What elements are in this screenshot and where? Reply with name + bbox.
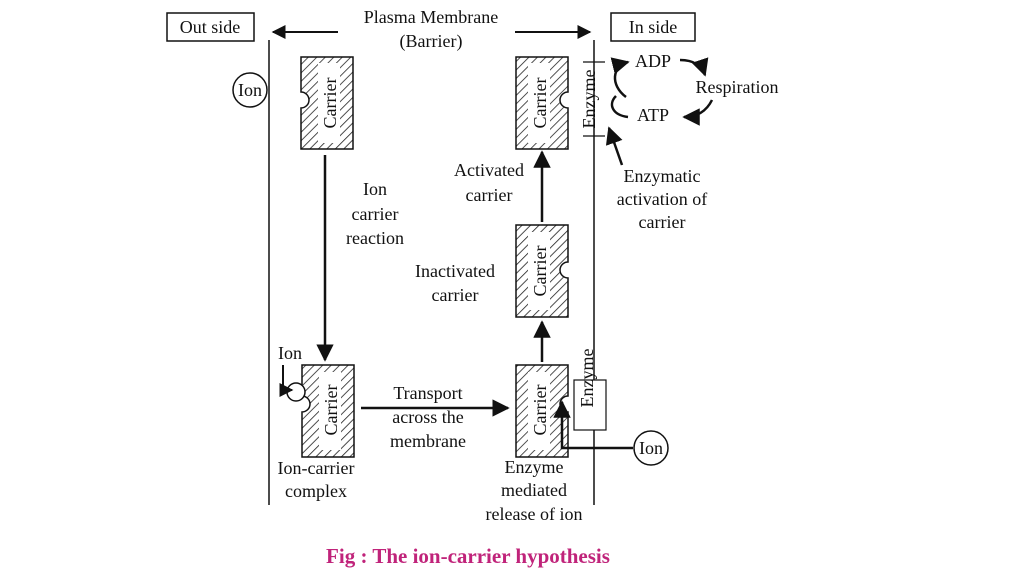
enzyme-label-top: Enzyme bbox=[579, 70, 599, 129]
carrier-free: Carrier bbox=[300, 56, 354, 150]
activated-l2: carrier bbox=[466, 185, 513, 205]
adp-label: ADP bbox=[635, 51, 671, 71]
respiration-label: Respiration bbox=[696, 77, 779, 97]
activated-l1: Activated bbox=[454, 160, 524, 180]
outside-ion-circle bbox=[232, 72, 268, 108]
carrier-complex-label: Carrier bbox=[321, 385, 341, 436]
ion-release-path bbox=[553, 400, 633, 450]
outside-label: Out side bbox=[180, 17, 241, 37]
complex-ion-arrow bbox=[279, 365, 294, 397]
inside-label: In side bbox=[629, 17, 678, 37]
inactivated-l1: Inactivated bbox=[415, 261, 495, 281]
released-ion-label: Ion bbox=[639, 438, 663, 458]
transport-l1: Transport bbox=[393, 383, 462, 403]
enzyme-release-l3: release of ion bbox=[486, 504, 583, 524]
enzyme-box-bottom bbox=[573, 379, 607, 431]
inactivated-l2: carrier bbox=[432, 285, 479, 305]
carrier-inactivated: Carrier bbox=[515, 224, 569, 318]
ion-carrier-complex-l2: complex bbox=[285, 481, 347, 501]
carrier-activated: Carrier bbox=[515, 56, 569, 150]
bound-ion-circle bbox=[286, 382, 306, 402]
ion-carrier-reaction-l1: Ion bbox=[363, 179, 387, 199]
arrow-enzymatic-activation bbox=[605, 126, 624, 166]
ion-carrier-reaction-l3: reaction bbox=[346, 228, 404, 248]
membrane-label: Plasma Membrane bbox=[364, 7, 498, 27]
enzyme-label-bottom: Enzyme bbox=[577, 349, 597, 408]
enzyme-release-l2: mediated bbox=[501, 480, 567, 500]
inside-box bbox=[610, 12, 696, 42]
enzymatic-activation-l3: carrier bbox=[639, 212, 686, 232]
arrow-atp-to-enzyme bbox=[610, 95, 629, 119]
figure-caption: Fig : The ion-carrier hypothesis bbox=[326, 544, 610, 568]
carrier-release: Carrier bbox=[515, 364, 569, 458]
ion-carrier-reaction-l2: carrier bbox=[352, 204, 399, 224]
transport-l3: membrane bbox=[390, 431, 466, 451]
carrier-ion-complex: Carrier bbox=[286, 364, 355, 458]
carrier-free-label: Carrier bbox=[320, 78, 340, 129]
arrow-enzyme-to-adp bbox=[610, 57, 630, 98]
complex-ion-label: Ion bbox=[278, 343, 302, 363]
outside-ion-label: Ion bbox=[238, 80, 262, 100]
carrier-activated-label: Carrier bbox=[530, 78, 550, 129]
arrow-respiration-to-atp bbox=[682, 99, 714, 126]
arrow-adp-to-respiration bbox=[679, 57, 709, 77]
outside-box bbox=[166, 12, 255, 42]
membrane-sub-label: (Barrier) bbox=[400, 31, 463, 52]
carrier-release-label: Carrier bbox=[530, 385, 550, 436]
released-ion-circle bbox=[633, 430, 669, 466]
enzyme-release-l1: Enzyme bbox=[505, 457, 564, 477]
enzymatic-activation-l1: Enzymatic bbox=[624, 166, 701, 186]
transport-l2: across the bbox=[392, 407, 463, 427]
ion-carrier-complex-l1: Ion-carrier bbox=[278, 458, 355, 478]
atp-label: ATP bbox=[637, 105, 669, 125]
enzymatic-activation-l2: activation of bbox=[617, 189, 707, 209]
carrier-inactivated-label: Carrier bbox=[530, 246, 550, 297]
